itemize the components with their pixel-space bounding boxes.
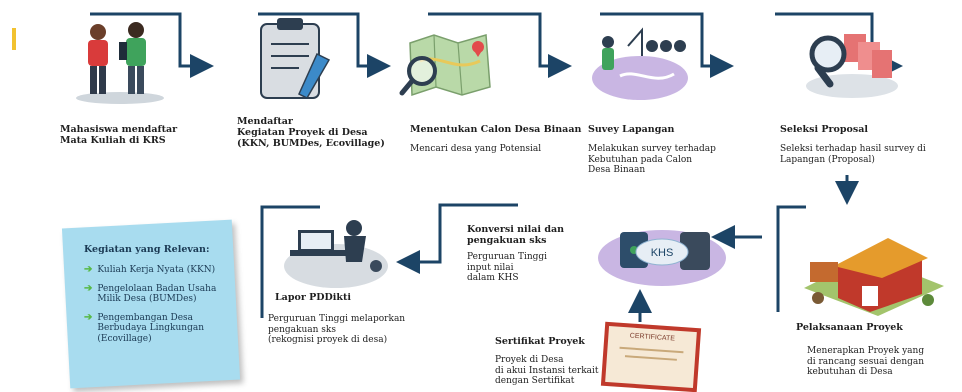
- step-2-title: Mendaftar Kegiatan Proyek di Desa (KKN, …: [237, 116, 385, 149]
- step-9-desc: Perguruan Tinggi melaporkan pengakuan sk…: [268, 314, 406, 345]
- proposal-illustration: [806, 34, 898, 98]
- lapor-illustration: [284, 220, 388, 288]
- step-4-title: Suvey Lapangan: [588, 124, 675, 135]
- connector-khs-lapor: [396, 203, 518, 274]
- connector-side-6: [776, 205, 806, 312]
- connector-side-lapor: [260, 205, 320, 318]
- connector-3-4: [428, 12, 572, 78]
- connector-1-2: [90, 12, 214, 78]
- map-illustration: [399, 34, 491, 97]
- note-item-label: Pengelolaan Badan Usaha Milik Desa (BUMD…: [97, 283, 217, 305]
- arrow-right-icon: ➔: [84, 311, 93, 323]
- step-6-title: Pelaksanaan Proyek: [796, 322, 903, 333]
- step-5-desc: Seleksi terhadap hasil survey di Lapanga…: [780, 144, 926, 165]
- step-5-title: Seleksi Proposal: [780, 124, 868, 135]
- clipboard-illustration: [260, 18, 331, 99]
- step-8-desc: Perguruan Tinggi input nilai dalam KHS: [467, 252, 548, 283]
- step-7-desc: Proyek di Desa di akui Instansi terkait …: [495, 355, 599, 386]
- khs-illustration: KHS: [598, 230, 726, 286]
- connector-4-5: [600, 12, 734, 78]
- students-illustration: [76, 22, 164, 104]
- note-title: Kegiatan yang Relevan:: [84, 244, 210, 255]
- relevant-activities-content: Kegiatan yang Relevan: ➔ Kuliah Kerja Ny…: [84, 244, 234, 352]
- note-item-label: Pengembangan Desa Berbudaya Lingkungan (…: [97, 312, 205, 344]
- survey-illustration: [592, 27, 688, 100]
- step-9-title: Lapor PDDikti: [275, 292, 351, 303]
- certificate-image: CERTIFICATE: [600, 321, 702, 392]
- note-item-kkn: ➔ Kuliah Kerja Nyata (KKN): [84, 264, 234, 276]
- step-3-desc: Mencari desa yang Potensial: [410, 144, 542, 154]
- step-1-title: Mahasiswa mendaftar Mata Kuliah di KRS: [60, 124, 178, 146]
- note-item-bumdes: ➔ Pengelolaan Badan Usaha Milik Desa (BU…: [84, 282, 234, 305]
- step-6-desc: Menerapkan Proyek yang di rancang sesuai…: [807, 346, 925, 377]
- note-item-ecovillage: ➔ Pengembangan Desa Berbudaya Lingkungan…: [84, 311, 234, 345]
- step-4-desc: Melakukan survey terhadap Kebutuhan pada…: [588, 144, 716, 175]
- connector-2-3: [258, 12, 391, 78]
- accent-bar: [12, 28, 16, 50]
- arrow-right-icon: ➔: [84, 264, 93, 275]
- certificate-label: CERTIFICATE: [629, 332, 676, 343]
- step-8-title: Konversi nilai dan pengakuan sks: [467, 224, 565, 246]
- step-7-title: Sertifikat Proyek: [495, 336, 585, 347]
- farm-illustration: [804, 238, 944, 316]
- note-item-label: Kuliah Kerja Nyata (KKN): [97, 265, 216, 275]
- step-3-title: Menentukan Calon Desa Binaan: [410, 124, 582, 135]
- arrow-right-icon: ➔: [84, 282, 93, 294]
- khs-label: KHS: [651, 247, 674, 259]
